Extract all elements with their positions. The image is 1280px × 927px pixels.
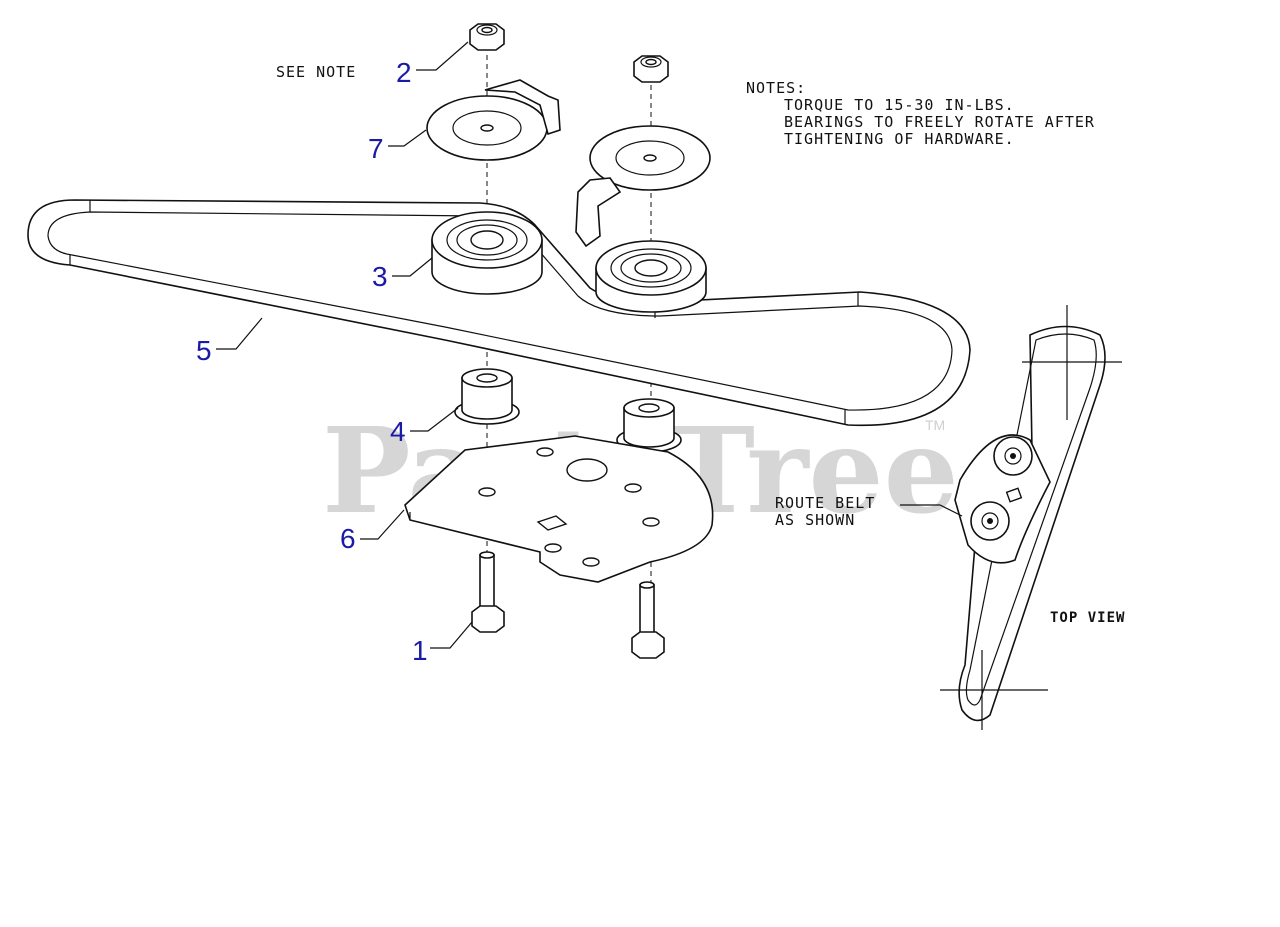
callout-3-label: 3: [372, 261, 388, 292]
spacer-bushing-right: [616, 398, 682, 453]
belt-guard-washer-right: [575, 125, 711, 248]
idler-pulley-left: [431, 211, 543, 295]
top-view-label: TOP VIEW: [1050, 610, 1125, 626]
notes-block: NOTES: TORQUE TO 15-30 IN-LBS. BEARINGS …: [746, 79, 1095, 148]
notes-line-1: TORQUE TO 15-30 IN-LBS.: [784, 96, 1015, 114]
callout-3: 3: [372, 257, 433, 292]
route-belt-line-2: AS SHOWN: [775, 511, 855, 529]
watermark-trademark: TM: [925, 417, 945, 433]
callout-7-label: 7: [368, 133, 384, 164]
callout-2-label: 2: [396, 57, 412, 88]
callout-6-label: 6: [340, 523, 356, 554]
belt-guard-washer-left: [426, 79, 561, 161]
callout-4: 4: [390, 407, 459, 447]
callout-6: 6: [340, 509, 405, 554]
see-note-label: SEE NOTE: [276, 63, 356, 81]
spacer-bushing-left: [454, 368, 520, 425]
lock-nut-right: [633, 55, 669, 83]
idler-pulley-right: [595, 240, 707, 313]
callout-7: 7: [368, 129, 427, 164]
notes-heading: NOTES:: [746, 79, 806, 97]
lock-nut-left: [469, 23, 505, 51]
mounting-plate: [404, 435, 714, 583]
callout-1-label: 1: [412, 635, 428, 666]
callout-2: 2: [396, 41, 469, 88]
callout-5-label: 5: [196, 335, 212, 366]
route-belt-line-1: ROUTE BELT: [775, 494, 875, 512]
callout-1: 1: [412, 621, 473, 666]
notes-line-3: TIGHTENING OF HARDWARE.: [784, 130, 1015, 148]
callout-4-label: 4: [390, 416, 406, 447]
belt-part: [27, 199, 971, 427]
bolt-left: [471, 551, 505, 633]
callout-5: 5: [196, 317, 263, 366]
notes-line-2: BEARINGS TO FREELY ROTATE AFTER: [784, 113, 1095, 131]
top-view-inset: [900, 305, 1122, 730]
bolt-right: [631, 581, 665, 659]
